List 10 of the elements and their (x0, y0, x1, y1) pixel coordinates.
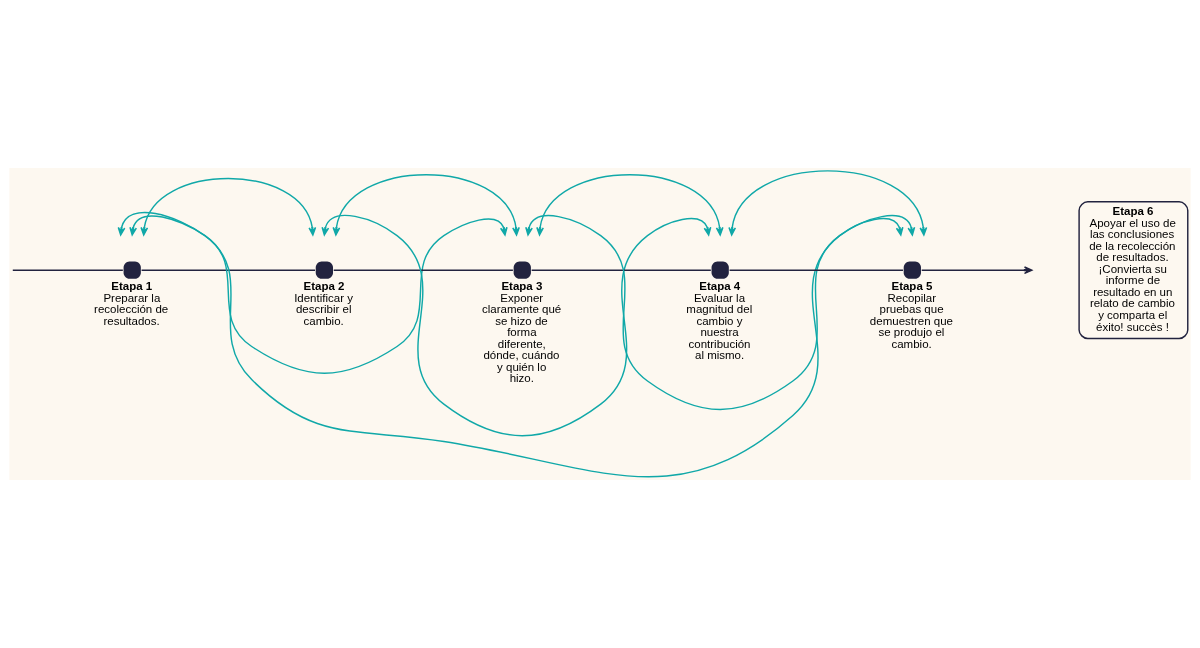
node-label: Etapa 3 (501, 280, 543, 293)
node-label: Preparar la recolección de resultados. (94, 291, 169, 327)
node-label: Etapa 1 (111, 280, 153, 293)
node-label: Etapa 2 (303, 280, 345, 293)
node-label: Evaluar la magnitud del cambio y nuestra contribución al mismo. (686, 291, 753, 362)
node-label: Exponer claramente qué se hizo de forma diferente, dónde, cuándo y quién lo hizo. (481, 291, 562, 385)
node-label: Identificar y describir el cambio. (294, 291, 353, 327)
node-label: Etapa 4 (699, 280, 741, 293)
node-label: Recopilar pruebas que demuestren que se produjo el cambio. (869, 291, 953, 350)
node-label: Etapa 5 (891, 280, 933, 293)
